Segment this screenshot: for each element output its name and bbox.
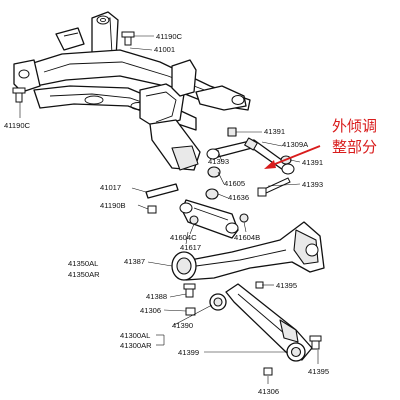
trailing-arm-bushing-41387 bbox=[171, 251, 197, 281]
callout-41300al: 41300AL bbox=[120, 331, 150, 340]
callout-41350ar: 41350AR bbox=[68, 270, 100, 279]
link-bushing-41604c bbox=[189, 215, 199, 225]
spacer-tube-41017 bbox=[145, 183, 179, 199]
callout-41017: 41017 bbox=[100, 183, 121, 192]
callout-41391-b: 41391 bbox=[302, 158, 323, 167]
nut-41306-bottom bbox=[263, 367, 273, 376]
toe-control-link bbox=[179, 199, 239, 239]
rear-crossmember bbox=[13, 11, 251, 171]
lower-arm-bushing-41390 bbox=[209, 293, 227, 311]
leader-lines bbox=[19, 35, 319, 384]
callout-41393-right: 41393 bbox=[302, 180, 323, 189]
bolt-41388 bbox=[183, 283, 196, 298]
callout-41395-bottom: 41395 bbox=[308, 367, 329, 376]
callout-41306-top: 41306 bbox=[140, 306, 161, 315]
link-bushing-41604b bbox=[239, 213, 249, 223]
link-bushing-41605 bbox=[207, 166, 221, 178]
crossmember-mount-bolt-top bbox=[121, 31, 135, 46]
callout-41190b: 41190B bbox=[100, 201, 126, 210]
callout-41306-bottom: 41306 bbox=[258, 387, 279, 396]
camber-annotation-arrow bbox=[264, 145, 321, 169]
rear-trailing-arm bbox=[179, 221, 325, 281]
callout-41190c-top: 41190C bbox=[156, 32, 183, 41]
callout-41309a: 41309A bbox=[282, 140, 309, 149]
callout-41391-a: 41391 bbox=[264, 127, 285, 136]
camber-bolt-41393 bbox=[257, 177, 291, 197]
callout-41617: 41617 bbox=[180, 243, 201, 252]
callout-41300ar: 41300AR bbox=[120, 341, 152, 350]
callout-41399: 41399 bbox=[178, 348, 199, 357]
camber-bushing-41391-a bbox=[227, 127, 237, 137]
callout-41350al: 41350AL bbox=[68, 259, 98, 268]
callout-41604b: 41604B bbox=[234, 233, 260, 242]
camber-adjust-annotation-line1: 外倾调 bbox=[332, 117, 377, 135]
callout-41604c: 41604C bbox=[170, 233, 197, 242]
callout-41388: 41388 bbox=[146, 292, 167, 301]
callout-41387: 41387 bbox=[124, 257, 145, 266]
crossmember-mount-bolt-left bbox=[12, 87, 26, 103]
rear-lower-arm bbox=[225, 283, 313, 361]
link-bushing-41636 bbox=[205, 188, 219, 200]
callout-41390: 41390 bbox=[172, 321, 193, 330]
camber-adjust-annotation-line2: 整部分 bbox=[332, 138, 377, 156]
bolt-41395-top bbox=[255, 281, 264, 289]
callout-41001: 41001 bbox=[154, 45, 175, 54]
callout-41393-top: 41393 bbox=[208, 157, 229, 166]
nut-41306-top bbox=[185, 307, 196, 316]
lower-arm-bushing-41399 bbox=[286, 342, 306, 362]
callout-41636: 41636 bbox=[228, 193, 249, 202]
bolt-41190b bbox=[147, 205, 157, 214]
callout-41190c-left: 41190C bbox=[4, 121, 31, 130]
upper-camber-link bbox=[206, 137, 295, 175]
callout-41395-top: 41395 bbox=[276, 281, 297, 290]
callout-41605: 41605 bbox=[224, 179, 245, 188]
bolt-41395-bottom bbox=[309, 335, 322, 350]
